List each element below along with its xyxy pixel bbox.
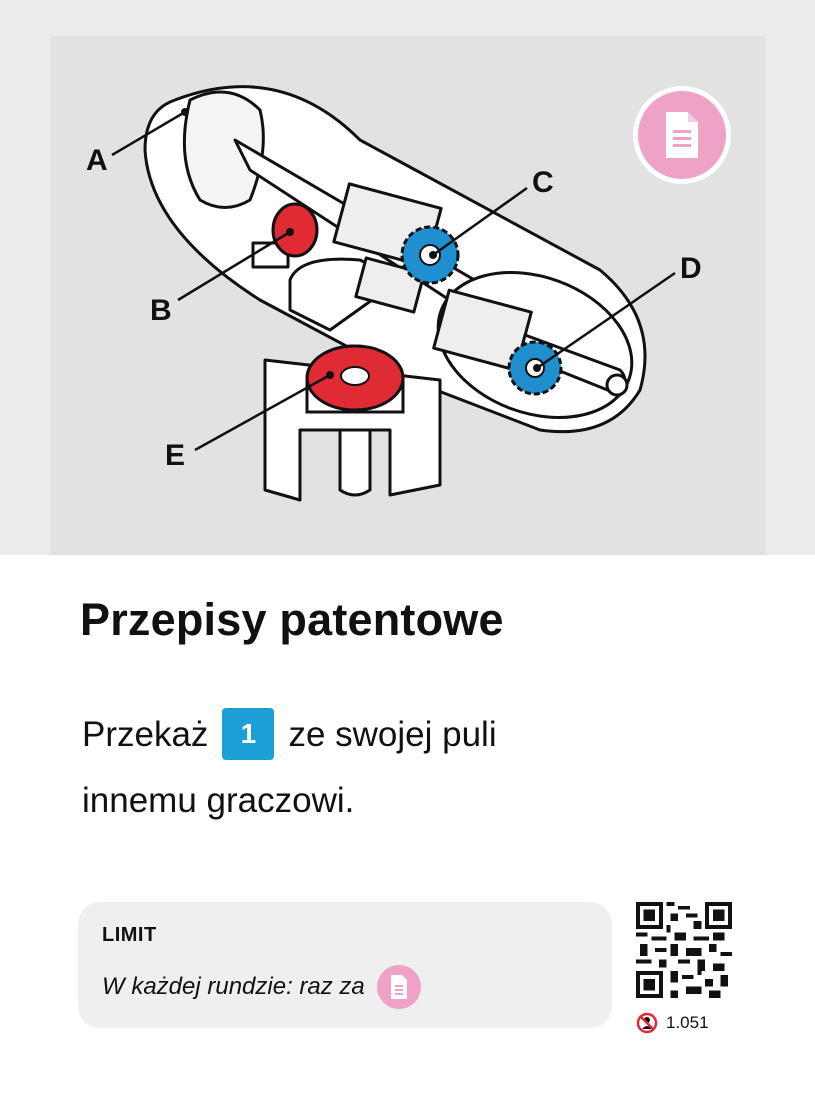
- gear-e: [305, 344, 405, 414]
- limit-panel: LIMIT W każdej rundzie: raz za: [78, 902, 612, 1028]
- card-id: 1.051: [636, 1012, 709, 1034]
- card-number: 1.051: [666, 1013, 709, 1032]
- gearbox-illustration: A B C D E: [86, 85, 702, 502]
- card-title: Przepisy patentowe: [80, 594, 504, 645]
- resource-count-badge: 1: [222, 707, 275, 760]
- label-b: B: [150, 294, 172, 327]
- label-e: E: [165, 439, 185, 472]
- label-c: C: [532, 166, 554, 199]
- effect-text-start: Przekaż: [82, 715, 209, 754]
- limit-text: W każdej rundzie: raz za: [102, 973, 365, 1000]
- effect-text-middle: ze swojej puli: [288, 715, 497, 754]
- card-effect-text: Przekaż 1 ze swojej puli innemu graczowi.: [82, 702, 682, 834]
- label-a: A: [86, 144, 108, 177]
- document-icon: [633, 86, 731, 184]
- no-player-icon: [636, 1012, 658, 1034]
- limit-label: LIMIT: [102, 924, 157, 946]
- label-d: D: [680, 252, 702, 285]
- limit-description: W każdej rundzie: raz za: [102, 965, 588, 1009]
- qr-code-icon[interactable]: [636, 902, 732, 998]
- effect-text-end: innemu graczowi.: [82, 781, 355, 820]
- document-icon: [376, 965, 421, 1009]
